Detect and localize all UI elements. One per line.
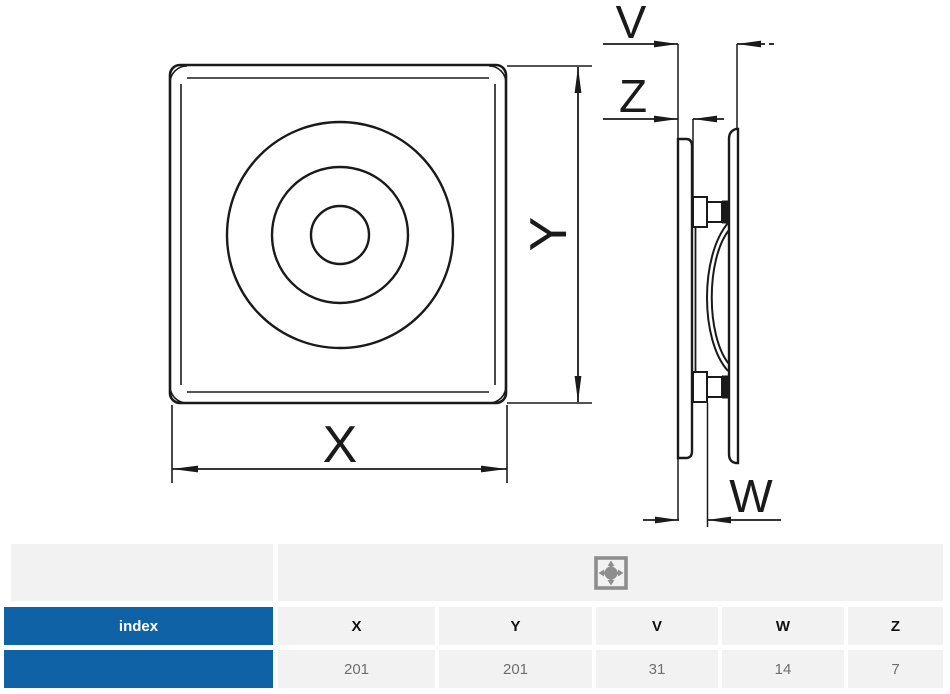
dimension-label-v: V [616, 0, 647, 48]
table-value-cell-v: 31 [596, 650, 718, 688]
value-y: 201 [502, 660, 529, 678]
inner-circle [309, 204, 371, 266]
arrowhead-down-icon [574, 376, 582, 402]
table-icon-row [4, 544, 943, 601]
mounting-clip-bottom [692, 371, 730, 403]
table-header-cell-z: Z [848, 607, 943, 645]
dimensions-table: index X Y V W Z 201 201 [4, 544, 943, 688]
dimension-label-w: W [729, 470, 773, 522]
dimension-y: Y [507, 65, 592, 404]
table-value-cell-x: 201 [278, 650, 435, 688]
table-value-cell-y: 201 [439, 650, 592, 688]
table-header-cell-y: Y [439, 607, 592, 645]
mounting-clip-top [692, 196, 730, 228]
table-header-cell-x: X [278, 607, 435, 645]
header-label-w: W [775, 617, 791, 635]
header-label-y: Y [510, 617, 521, 635]
index-header-label: index [118, 617, 159, 635]
dimensions-icon [593, 555, 628, 590]
table-corner-cell [11, 544, 273, 601]
arrowhead-left-icon [693, 115, 717, 123]
value-w: 14 [774, 660, 792, 678]
arrowhead-left-icon [707, 516, 731, 524]
front-panel-side [727, 127, 740, 465]
outer-circle [225, 120, 455, 350]
technical-drawing: X Y [168, 0, 781, 527]
value-x: 201 [343, 660, 370, 678]
dimension-w: W [643, 403, 781, 527]
table-value-row: 201 201 31 14 7 [4, 650, 943, 688]
table-value-cell-z: 7 [848, 650, 943, 688]
arrowhead-left-icon [172, 465, 198, 473]
front-view [168, 63, 508, 405]
fan-circles [225, 120, 455, 350]
header-label-v: V [651, 617, 662, 635]
back-plate [676, 137, 694, 460]
dimension-label-y: Y [520, 217, 578, 252]
table-header-cell-w: W [722, 607, 844, 645]
arrowhead-left-icon [737, 40, 761, 48]
value-z: 7 [891, 660, 900, 678]
motor-dome [706, 222, 730, 372]
middle-circle [270, 165, 410, 305]
dimension-label-z: Z [619, 70, 647, 122]
table-header-cell-v: V [596, 607, 718, 645]
header-label-x: X [351, 617, 362, 635]
arrowhead-right-icon [655, 516, 679, 524]
arrowhead-up-icon [574, 67, 582, 93]
side-view [676, 127, 740, 465]
arrowhead-right-icon [654, 115, 678, 123]
table-index-value-cell [4, 650, 273, 688]
table-icon-cell [278, 544, 943, 601]
dimension-z: Z [603, 70, 724, 197]
arrowhead-right-icon [654, 40, 678, 48]
value-v: 31 [648, 660, 666, 678]
table-index-header-cell: index [4, 607, 273, 645]
header-label-z: Z [890, 617, 901, 635]
table-value-cell-w: 14 [722, 650, 844, 688]
table-header-row: index X Y V W Z [4, 607, 943, 645]
panel-outline [168, 63, 508, 405]
dimension-label-x: X [323, 416, 358, 474]
dimension-v: V [603, 0, 774, 520]
dimension-x: X [171, 405, 508, 483]
arrowhead-right-icon [481, 465, 507, 473]
panel-bevel-lines [169, 65, 507, 404]
